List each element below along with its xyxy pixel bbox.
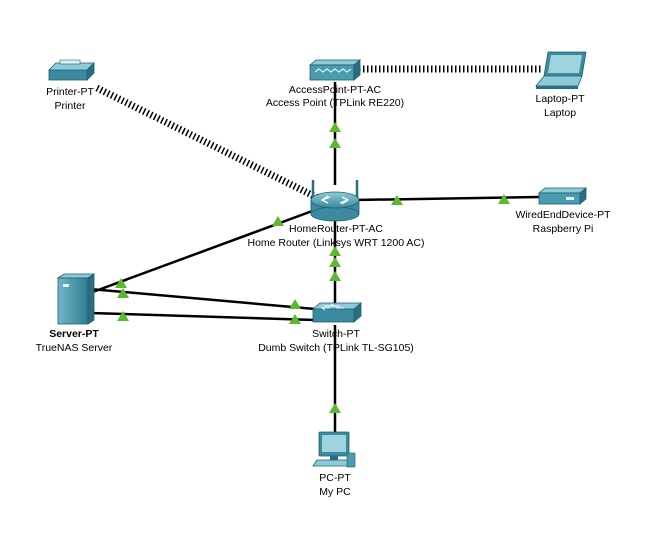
laptop-device[interactable]: Laptop-PT Laptop — [535, 51, 587, 119]
printer-device[interactable]: Printer-PT Printer — [46, 59, 95, 112]
link-up-marker — [115, 278, 127, 288]
switch-device[interactable]: Switch-PT Dumb Switch (TPLink TL-SG105) — [258, 302, 414, 354]
cable-server-switch-1[interactable] — [89, 287, 316, 311]
server-name-label: TrueNAS Server — [36, 342, 113, 354]
laptop-icon — [535, 51, 587, 89]
access-point-name-label: Access Point (TPLink RE220) — [266, 97, 404, 109]
link-up-marker — [289, 314, 301, 324]
pc-device[interactable]: PC-PT My PC — [312, 431, 356, 498]
wireless-link-printer-router[interactable] — [95, 84, 324, 204]
link-up-marker — [117, 288, 129, 298]
server-model-label: Server-PT — [49, 328, 99, 340]
link-up-marker — [289, 299, 301, 309]
rpi-name-label: Raspberry Pi — [533, 223, 594, 235]
link-up-marker — [329, 271, 341, 281]
link-up-marker — [329, 122, 341, 132]
cable-server-switch-2[interactable] — [89, 311, 316, 322]
link-up-marker — [329, 138, 341, 148]
access-point-model-label: AccessPoint-PT-AC — [289, 84, 382, 96]
pc-name-label: My PC — [319, 486, 351, 498]
switch-icon — [311, 302, 363, 323]
link-status-markers — [115, 122, 510, 413]
switch-name-label: Dumb Switch (TPLink TL-SG105) — [258, 342, 414, 354]
printer-icon — [48, 59, 95, 81]
printer-name-label: Printer — [55, 100, 86, 112]
switch-model-label: Switch-PT — [312, 328, 360, 340]
server-icon — [56, 273, 96, 325]
router-model-label: HomeRouter-PT-AC — [289, 223, 383, 235]
server-device[interactable]: Server-PT TrueNAS Server — [36, 273, 113, 354]
link-up-marker — [329, 257, 341, 267]
pc-model-label: PC-PT — [319, 472, 351, 484]
printer-model-label: Printer-PT — [46, 86, 94, 98]
link-up-marker — [391, 195, 403, 205]
links-layer — [89, 65, 543, 440]
link-up-marker — [329, 246, 341, 256]
router-name-label: Home Router (Linksys WRT 1200 AC) — [247, 237, 424, 249]
home-router-device[interactable]: HomeRouter-PT-AC Home Router (Linksys WR… — [247, 180, 425, 249]
pc-icon — [312, 431, 356, 468]
link-up-marker — [329, 403, 341, 413]
wired-end-device-icon — [537, 187, 588, 205]
link-up-marker — [498, 194, 510, 204]
router-icon — [310, 180, 360, 222]
access-point-device[interactable]: AccessPoint-PT-AC Access Point (TPLink R… — [266, 59, 404, 109]
rpi-model-label: WiredEndDevice-PT — [515, 209, 611, 221]
link-up-marker — [117, 311, 129, 321]
cable-router-rpi[interactable] — [354, 195, 541, 202]
access-point-icon — [308, 59, 362, 81]
link-up-marker — [272, 216, 284, 226]
wired-end-device[interactable]: WiredEndDevice-PT Raspberry Pi — [515, 187, 611, 235]
laptop-name-label: Laptop — [544, 107, 576, 119]
laptop-model-label: Laptop-PT — [535, 93, 585, 105]
